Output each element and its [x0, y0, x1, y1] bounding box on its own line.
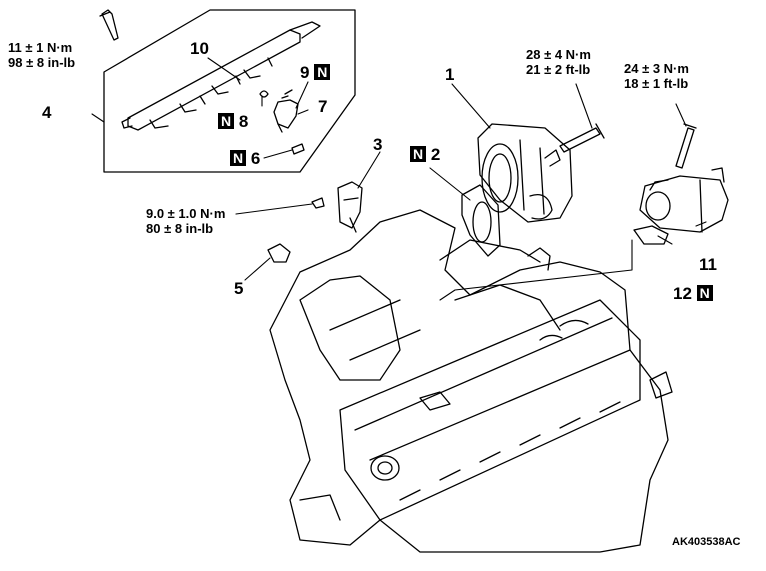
gasket-2: [461, 184, 501, 257]
callout-1: 1: [445, 65, 455, 84]
callout-7: 7: [318, 97, 328, 116]
callout-9: 9 N: [300, 63, 331, 82]
egr-valve-bolt: [675, 123, 697, 169]
injector-drawing: [273, 89, 299, 133]
callout-12: 12 N: [673, 285, 713, 302]
new-part-mark: N: [230, 150, 247, 166]
torque-throttle-body: 28 ± 4 N·m 21 ± 2 ft-lb: [526, 47, 591, 77]
fuel-rail-drawing: [121, 21, 321, 131]
callout-11: 11: [699, 255, 717, 274]
bracket-bolt: [311, 197, 325, 209]
torque-metric: 11 ± 1 N·m: [8, 40, 73, 55]
torque-imperial: 98 ± 8 in-lb: [8, 54, 76, 70]
egr-valve-drawing: [639, 167, 729, 233]
torque-egr-valve: 24 ± 3 N·m 18 ± 1 ft-lb: [624, 61, 689, 91]
throttle-body-drawing: [477, 123, 573, 223]
sensor-5: [267, 243, 291, 263]
torque-imperial: 18 ± 1 ft-lb: [624, 75, 689, 91]
callout-4: 4: [42, 103, 52, 122]
torque-bracket: 9.0 ± 1.0 N·m 80 ± 8 in-lb: [146, 206, 226, 236]
torque-imperial: 21 ± 2 ft-lb: [526, 61, 591, 77]
callout-12-number: 12: [673, 284, 692, 303]
torque-metric: 28 ± 4 N·m: [526, 47, 591, 62]
new-part-mark: N: [410, 146, 427, 162]
torque-metric: 9.0 ± 1.0 N·m: [146, 206, 226, 221]
callout-2: N 2: [410, 146, 440, 163]
new-part-mark: N: [696, 285, 713, 301]
callout-10: 10: [190, 39, 209, 58]
engine-block-drawing: [269, 209, 673, 553]
torque-metric: 24 ± 3 N·m: [624, 61, 689, 76]
callout-8: N 8: [218, 113, 248, 130]
leader-lines: [91, 57, 707, 301]
callout-9-number: 9: [300, 63, 310, 82]
figure-reference-code: AK403538AC: [672, 536, 741, 548]
callout-2-number: 2: [430, 145, 441, 164]
callout-6-number: 6: [250, 149, 261, 168]
callout-3: 3: [373, 135, 383, 154]
callout-6: N 6: [230, 150, 260, 167]
throttle-body-bolt: [559, 123, 605, 153]
bracket-drawing: [337, 181, 363, 233]
fuel-rail-bolt: [99, 9, 119, 41]
egr-gasket-12: [633, 225, 669, 245]
new-part-mark: N: [218, 113, 235, 129]
inset-box: [103, 9, 356, 173]
new-part-mark: N: [314, 64, 331, 80]
torque-fuel-rail: 11 ± 1 N·m 98 ± 8 in-lb: [8, 40, 76, 70]
o-ring-8: [259, 90, 269, 98]
torque-imperial: 80 ± 8 in-lb: [146, 220, 214, 236]
callout-8-number: 8: [238, 112, 249, 131]
callout-5: 5: [234, 279, 244, 298]
insulator-6: [291, 143, 305, 155]
